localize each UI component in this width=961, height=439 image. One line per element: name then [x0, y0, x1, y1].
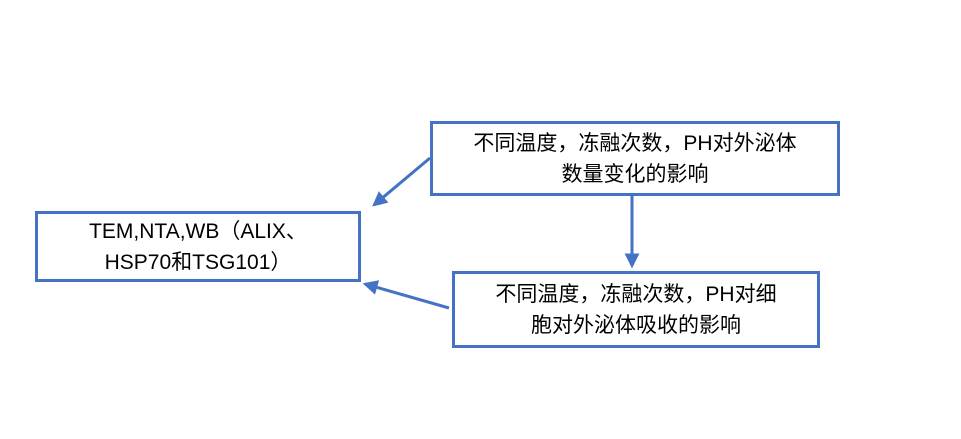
box-text-line: 数量变化的影响	[561, 162, 709, 186]
box-effect-on-cell-uptake: 不同温度，冻融次数，PH对细 胞对外泌体吸收的影响	[452, 271, 820, 348]
box-effect-on-exosome-quantity: 不同温度，冻融次数，PH对外泌体 数量变化的影响	[430, 121, 840, 196]
box-text-line: HSP70和TSG101）	[104, 250, 292, 274]
box-text-line: TEM,NTA,WB（ALIX、	[89, 219, 307, 243]
box-text-line: 胞对外泌体吸收的影响	[531, 313, 741, 337]
box-detection-methods: TEM,NTA,WB（ALIX、 HSP70和TSG101）	[35, 211, 361, 282]
box-text-line: 不同温度，冻融次数，PH对外泌体	[473, 131, 797, 155]
arrow-top-box-to-left-box	[372, 156, 431, 207]
box-text-line: 不同温度，冻融次数，PH对细	[495, 282, 777, 306]
arrow-bottom-box-to-left-box	[362, 280, 450, 310]
